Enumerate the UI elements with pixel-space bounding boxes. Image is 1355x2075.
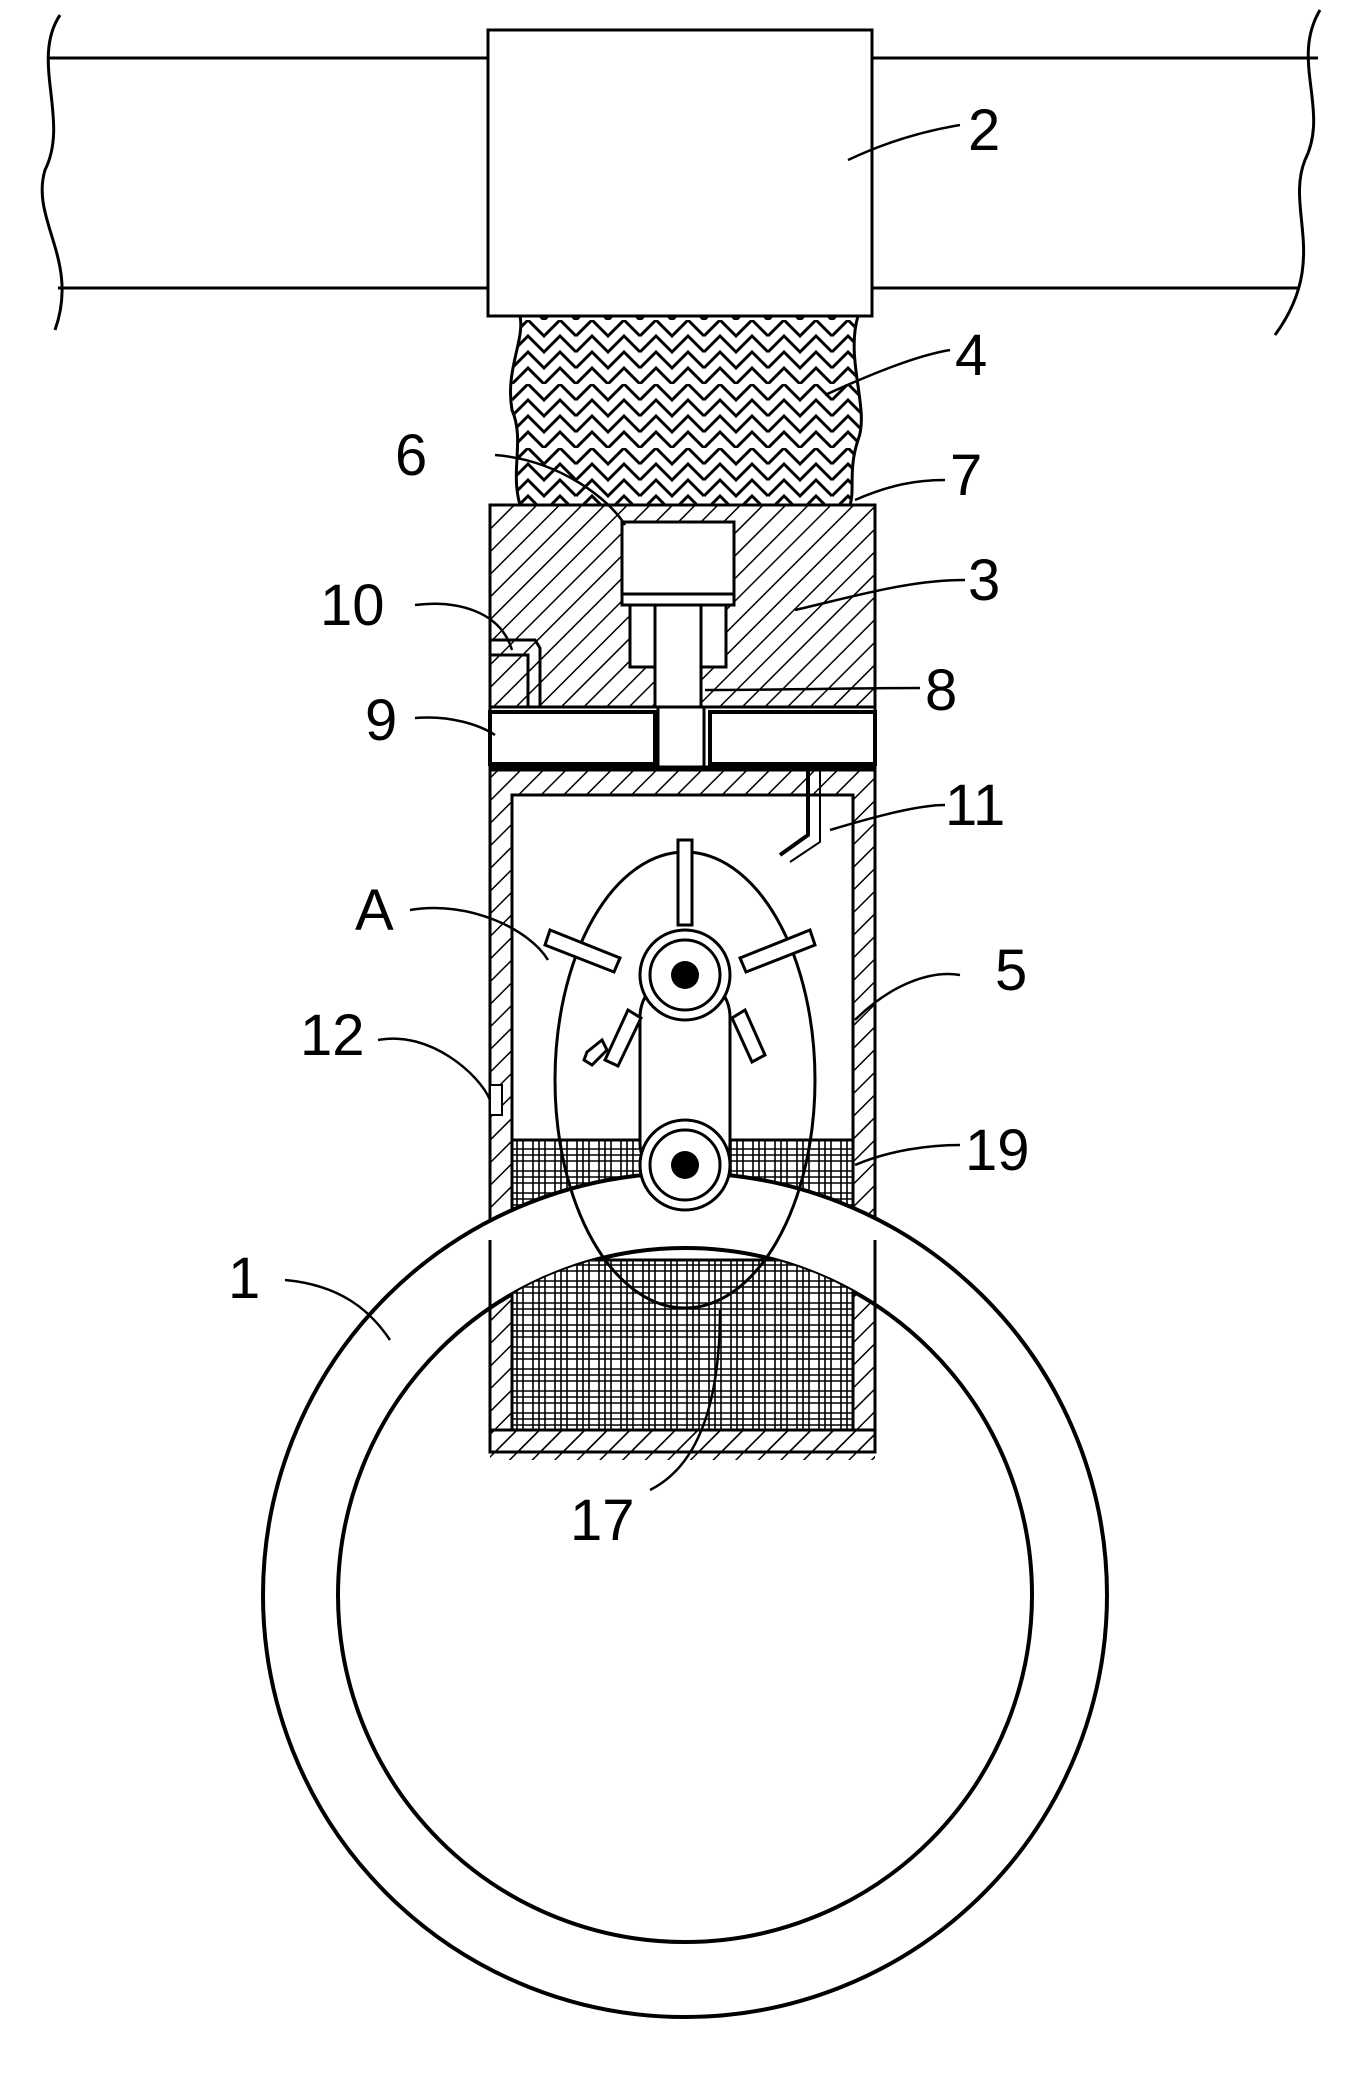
- overhead-cable: [40, 9, 1322, 336]
- label-12: 12: [300, 1003, 365, 1068]
- label-7: 7: [950, 443, 982, 508]
- reference-labels: 2 4 6 7 3 10 8 9 11 A 5 12 19 1 17: [228, 98, 1030, 1553]
- label-1: 1: [228, 1246, 260, 1311]
- label-11: 11: [945, 773, 1005, 838]
- label-A: A: [355, 878, 394, 943]
- label-9: 9: [365, 688, 397, 753]
- label-6: 6: [395, 423, 427, 488]
- braided-sleeve: [509, 314, 863, 507]
- roller-assembly: [543, 838, 817, 1310]
- leader-lines: [284, 123, 966, 1492]
- label-10: 10: [320, 573, 385, 638]
- label-2: 2: [968, 98, 1000, 163]
- plate: [488, 705, 877, 769]
- label-4: 4: [955, 323, 987, 388]
- label-17: 17: [570, 1488, 635, 1553]
- ring: [261, 1171, 1109, 2019]
- label-8: 8: [925, 658, 957, 723]
- label-5: 5: [995, 938, 1027, 1003]
- clamp-block: [486, 28, 874, 318]
- label-19: 19: [965, 1118, 1030, 1183]
- label-3: 3: [968, 548, 1000, 613]
